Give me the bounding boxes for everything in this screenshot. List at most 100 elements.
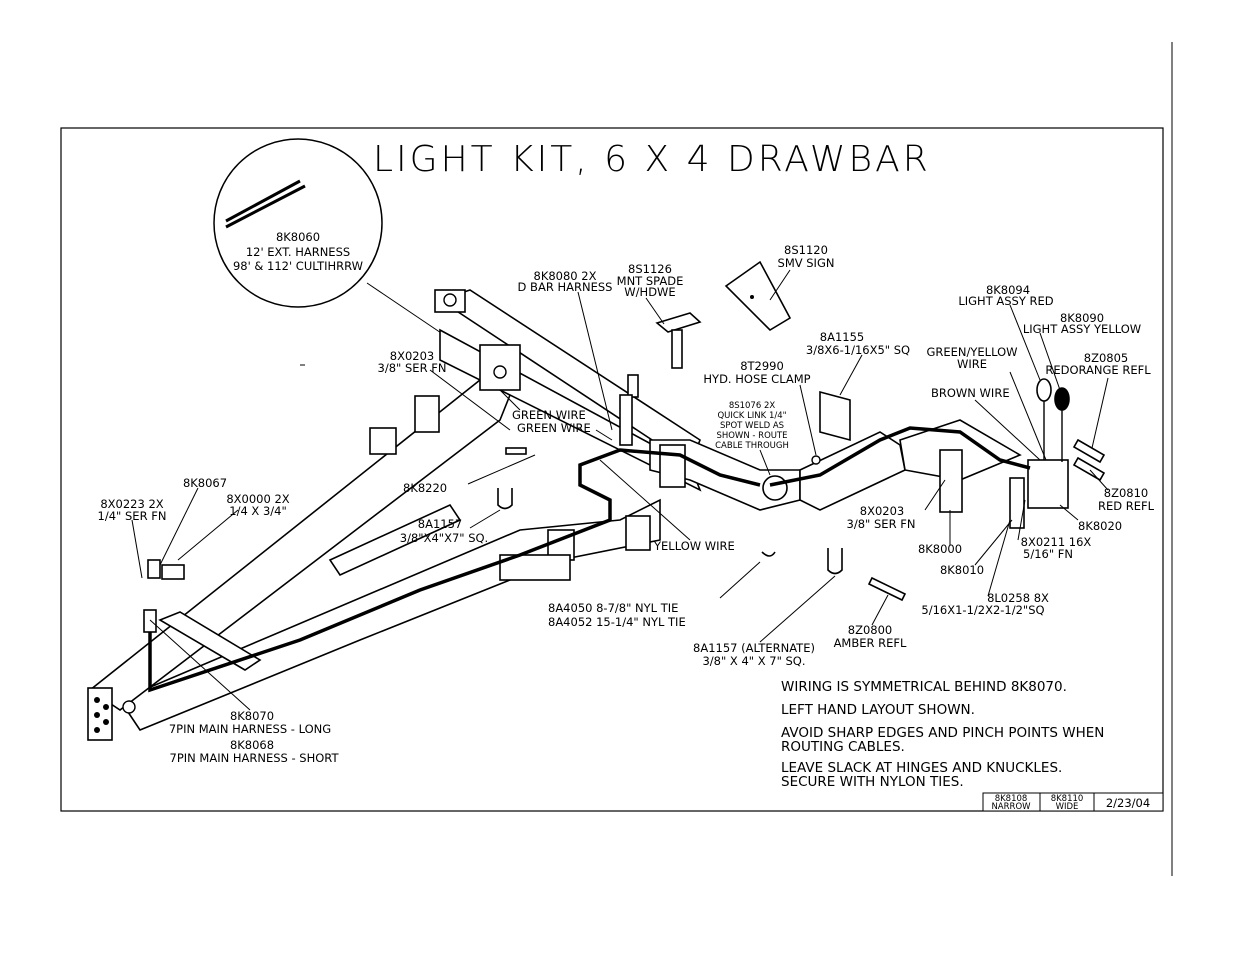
label-8t2990-num: 8T2990	[740, 359, 784, 373]
label-8z0805-num: 8Z0805	[1084, 351, 1128, 365]
plug-connector	[143, 609, 157, 633]
title-block-wide-label: WIDE	[1056, 802, 1079, 812]
label-8x0211-num: 8X0211 16X	[1021, 535, 1092, 549]
label-8s1076-desc2: SPOT WELD AS	[720, 421, 784, 431]
label-8s1076-desc4: CABLE THROUGH	[715, 441, 789, 451]
hitch-pin-hole	[122, 700, 136, 714]
label-8k8220: 8K8220	[403, 481, 447, 495]
label-8z0800-desc: AMBER REFL	[834, 636, 907, 650]
label-8x0203-top-desc: 3/8" SER FN	[378, 361, 447, 375]
note-wiring-symmetrical: WIRING IS SYMMETRICAL BEHIND 8K8070.	[781, 679, 1067, 695]
red-reflector	[1072, 456, 1106, 482]
label-8z0810-num: 8Z0810	[1104, 486, 1148, 500]
title-block-narrow-label: NARROW	[991, 802, 1031, 812]
label-green-yellow-wire-b: WIRE	[957, 357, 987, 371]
u-bolt-alternate	[827, 548, 843, 575]
label-8t2990-desc: HYD. HOSE CLAMP	[703, 372, 810, 386]
label-8x0203-top-num: 8X0203	[390, 349, 434, 363]
nylon-tie-icon	[761, 551, 776, 557]
knuckle-pivot	[762, 475, 788, 501]
label-8a4052: 8A4052 15-1/4" NYL TIE	[548, 615, 686, 629]
drawbar-frame	[87, 289, 1069, 741]
yellow-light-icon	[1054, 387, 1070, 411]
label-8s1126-hdwe: W/HDWE	[624, 285, 675, 299]
square-bracket-8a1155	[819, 390, 851, 442]
note-left-hand-layout: LEFT HAND LAYOUT SHOWN.	[781, 702, 975, 718]
title-block: 8K8108 NARROW 8K8110 WIDE 2/23/04	[982, 792, 1164, 812]
label-8z0805-desc: REDORANGE REFL	[1045, 363, 1151, 377]
label-green-wire-2: GREEN WIRE	[517, 421, 591, 435]
label-8k8068-num: 8K8068	[230, 738, 274, 752]
label-8s1126-num: 8S1126	[628, 262, 672, 276]
label-8l0258-desc: 5/16X1-1/2X2-1/2"SQ	[921, 603, 1044, 617]
label-8z0810-desc: RED REFL	[1098, 499, 1155, 513]
label-8k8068-desc: 7PIN MAIN HARNESS - SHORT	[170, 751, 340, 765]
label-8a4050: 8A4050 8-7/8" NYL TIE	[548, 601, 678, 615]
hitch-plate	[87, 687, 113, 741]
knuckle-plate	[659, 444, 686, 488]
mount-spade	[655, 312, 702, 333]
drawing-frame	[60, 127, 1164, 812]
label-8s1076-num: 8S1076 2X	[729, 401, 776, 411]
label-8a1157-alt-num: 8A1157 (ALTERNATE)	[693, 641, 815, 655]
label-green-yellow-wire-a: GREEN/YELLOW	[926, 345, 1017, 359]
label-8x0203-low-num: 8X0203	[860, 504, 904, 518]
label-8k8090-num: 8K8090	[1060, 311, 1104, 325]
label-brown-wire: BROWN WIRE	[931, 386, 1010, 400]
title-block-date: 2/23/04	[1106, 796, 1150, 810]
redorange-reflector	[1072, 438, 1106, 464]
label-8a1157-desc: 3/8"X4"X7" SQ.	[400, 531, 488, 545]
light-bracket-8k8020	[1027, 459, 1069, 509]
label-8l0258-num: 8L0258 8X	[987, 591, 1049, 605]
label-8x0203-low-desc: 3/8" SER FN	[847, 517, 916, 531]
red-light-icon	[1036, 378, 1052, 402]
harness-clamp-plate	[619, 394, 633, 446]
label-green-wire-1: GREEN WIRE	[512, 408, 586, 422]
detail-line-2: 98' & 112' CULTIHRRW	[233, 259, 363, 273]
label-8k8010: 8K8010	[940, 563, 984, 577]
strap-8k8220	[505, 447, 527, 455]
main-harness-wire	[148, 448, 761, 693]
label-8k8094-num: 8K8094	[986, 283, 1030, 297]
label-8x0223-desc: 1/4" SER FN	[98, 509, 167, 523]
label-8k8020: 8K8020	[1078, 519, 1122, 533]
plug-holder	[147, 559, 161, 579]
label-8k8080-desc: D BAR HARNESS	[518, 280, 613, 294]
spade-clip	[627, 374, 639, 398]
label-8k8090-desc: LIGHT ASSY YELLOW	[1023, 322, 1141, 336]
label-8a1157-num: 8A1157	[418, 517, 462, 531]
note-leave-slack-1: LEAVE SLACK AT HINGES AND KNUCKLES.	[781, 760, 1062, 776]
spade-post	[671, 329, 683, 369]
hitch-strap	[158, 611, 262, 671]
title-block-narrow-part: 8K8108	[995, 794, 1028, 804]
detail-line-1: 12' EXT. HARNESS	[246, 245, 350, 259]
label-8x0223-num: 8X0223 2X	[100, 497, 163, 511]
label-8k8070-num: 8K8070	[230, 709, 274, 723]
label-8s1126-desc: MNT SPADE	[617, 274, 684, 288]
right-harness-wire	[769, 426, 1031, 487]
label-8k8094-desc: LIGHT ASSY RED	[958, 294, 1053, 308]
drawing-title: LIGHT KIT, 6 X 4 DRAWBAR	[373, 139, 931, 180]
label-8x0000-num: 8X0000 2X	[226, 492, 289, 506]
note-avoid-edges-1: AVOID SHARP EDGES AND PINCH POINTS WHEN	[781, 725, 1104, 741]
holder-bracket	[161, 564, 185, 580]
hose-clamp-icon	[811, 455, 821, 465]
cross-member	[328, 503, 462, 577]
ext-harness-cable	[225, 184, 306, 229]
u-bolt-8a1157	[497, 488, 513, 510]
label-8k8080-num: 8K8080 2X	[534, 269, 597, 283]
side-lug	[369, 427, 397, 455]
label-8z0800-num: 8Z0800	[848, 623, 892, 637]
mount-plate-8k8000	[939, 449, 963, 513]
right-tube	[799, 431, 906, 511]
label-8a1157-alt-desc: 3/8" X 4" X 7" SQ.	[702, 654, 805, 668]
label-8a1155-num: 8A1155	[820, 330, 864, 344]
amber-reflector	[867, 576, 907, 602]
label-8x0000-desc: 1/4 X 3/4"	[229, 504, 287, 518]
leader-lines	[131, 269, 1109, 711]
label-8x0211-desc: 5/16" FN	[1023, 547, 1073, 561]
label-8s1120-desc: SMV SIGN	[778, 256, 835, 270]
label-8k8000: 8K8000	[918, 542, 962, 556]
label-8a1155-desc: 3/8X6-1/16X5" SQ	[806, 343, 910, 357]
